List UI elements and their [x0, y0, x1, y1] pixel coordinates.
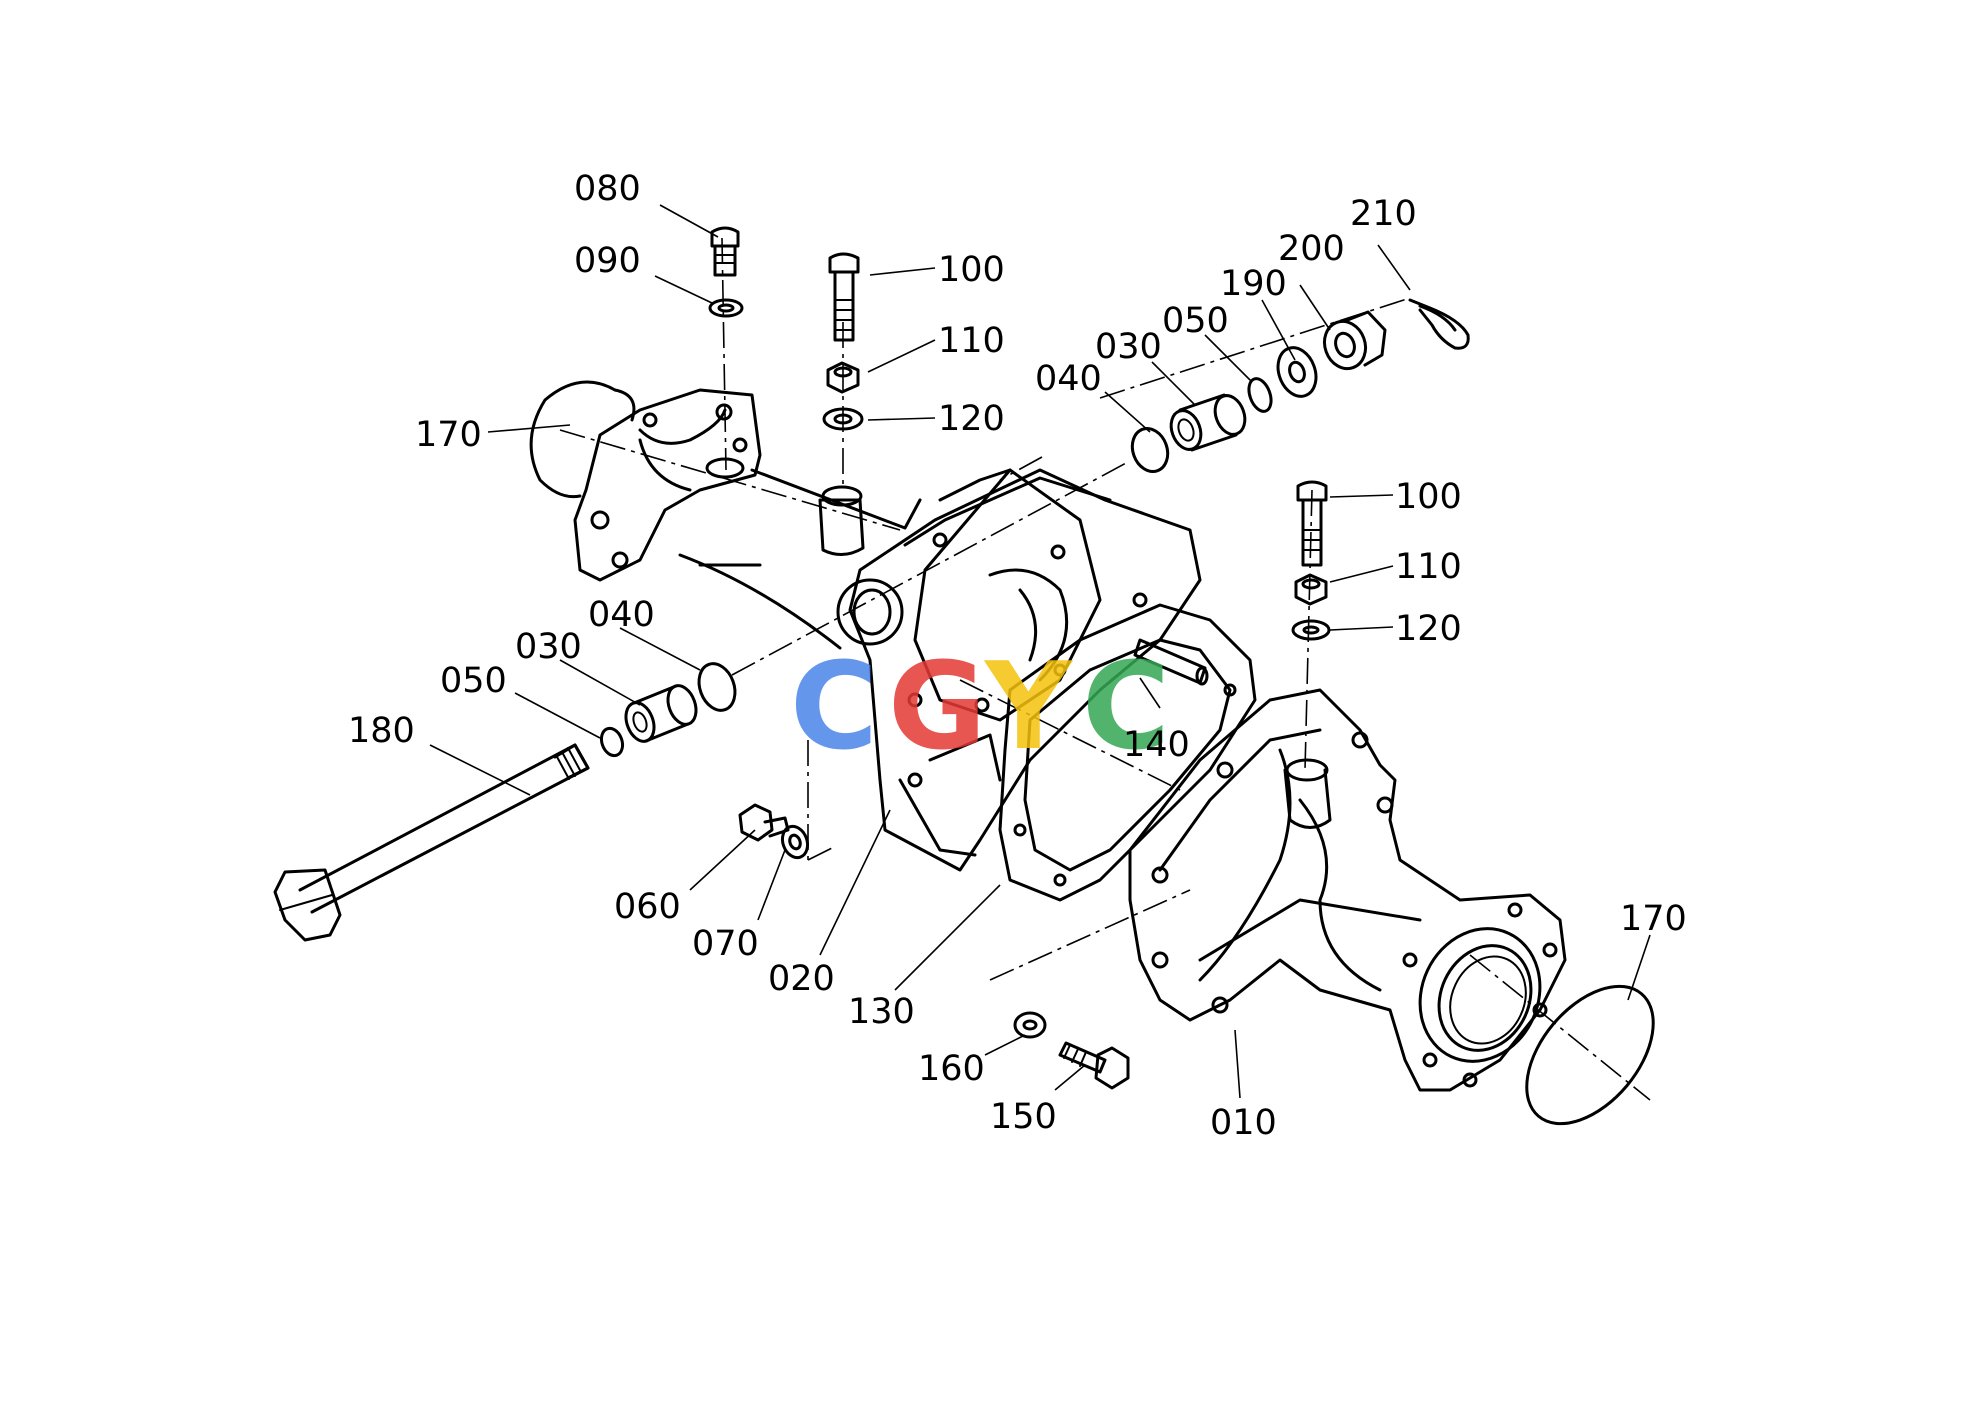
label-020: 020	[768, 959, 835, 999]
label-030-lower: 030	[515, 627, 582, 667]
watermark-letter-3: Y	[983, 638, 1074, 777]
cotter-pin-210	[1408, 298, 1470, 350]
watermark: C G Y C	[790, 638, 1170, 777]
nut-110-upper	[826, 361, 860, 394]
pin-140	[1133, 638, 1209, 686]
nut-110-lower	[1294, 573, 1328, 606]
label-180: 180	[348, 711, 415, 751]
plug-060	[738, 803, 790, 842]
bushing-030-lower	[624, 684, 698, 743]
label-120-lower: 120	[1395, 609, 1462, 649]
label-050-lower: 050	[440, 661, 507, 701]
watermark-letter-1: C	[790, 638, 878, 777]
label-140: 140	[1123, 725, 1190, 765]
washer-070	[780, 824, 810, 860]
bolt-150	[1058, 1041, 1130, 1090]
watermark-letter-4: C	[1082, 638, 1170, 777]
shaft-180	[273, 743, 590, 942]
label-110-upper: 110	[938, 321, 1005, 361]
label-200: 200	[1278, 229, 1345, 269]
washer-120-lower	[1291, 619, 1331, 641]
o-ring-170-upper	[529, 380, 636, 499]
label-160: 160	[918, 1049, 985, 1089]
label-040-upper: 040	[1035, 359, 1102, 399]
washer-160	[1013, 1011, 1047, 1039]
label-030-upper: 030	[1095, 327, 1162, 367]
label-010: 010	[1210, 1103, 1277, 1143]
washer-190	[1276, 346, 1318, 398]
washer-120-upper	[822, 407, 864, 431]
label-080: 080	[574, 169, 641, 209]
leader-lines	[429, 204, 1651, 1099]
o-ring-170-lower	[1525, 984, 1655, 1126]
o-ring-040-upper	[1130, 427, 1170, 473]
label-090: 090	[574, 241, 641, 281]
label-060: 060	[614, 887, 681, 927]
label-050-upper: 050	[1162, 301, 1229, 341]
label-070: 070	[692, 924, 759, 964]
label-210: 210	[1350, 194, 1417, 234]
bolt-100-upper	[828, 252, 860, 342]
callout-labels: 080 090 100 110 120 170 040 030 050 190 …	[348, 169, 1687, 1143]
right-case-010	[1128, 688, 1567, 1092]
label-150: 150	[990, 1097, 1057, 1137]
label-170-upper: 170	[415, 415, 482, 455]
label-170-lower: 170	[1620, 899, 1687, 939]
label-040-lower: 040	[588, 595, 655, 635]
castle-nut-200	[1322, 310, 1387, 371]
watermark-letter-2: G	[888, 638, 987, 777]
o-ring-050-lower	[599, 726, 625, 758]
o-ring-040-lower	[697, 662, 737, 712]
label-130: 130	[848, 992, 915, 1032]
label-120-upper: 120	[938, 399, 1005, 439]
label-110-lower: 110	[1395, 547, 1462, 587]
washer-090	[708, 298, 744, 318]
label-190: 190	[1220, 264, 1287, 304]
label-100-upper: 100	[938, 250, 1005, 290]
left-case-arm	[573, 388, 922, 650]
label-100-lower: 100	[1395, 477, 1462, 517]
centerlines	[559, 237, 1651, 1101]
bushing-030-upper	[1169, 393, 1247, 452]
bolt-100-lower	[1296, 480, 1328, 567]
center-case-020	[836, 468, 1202, 872]
o-ring-050-upper	[1247, 377, 1273, 413]
plug-080	[710, 226, 740, 277]
